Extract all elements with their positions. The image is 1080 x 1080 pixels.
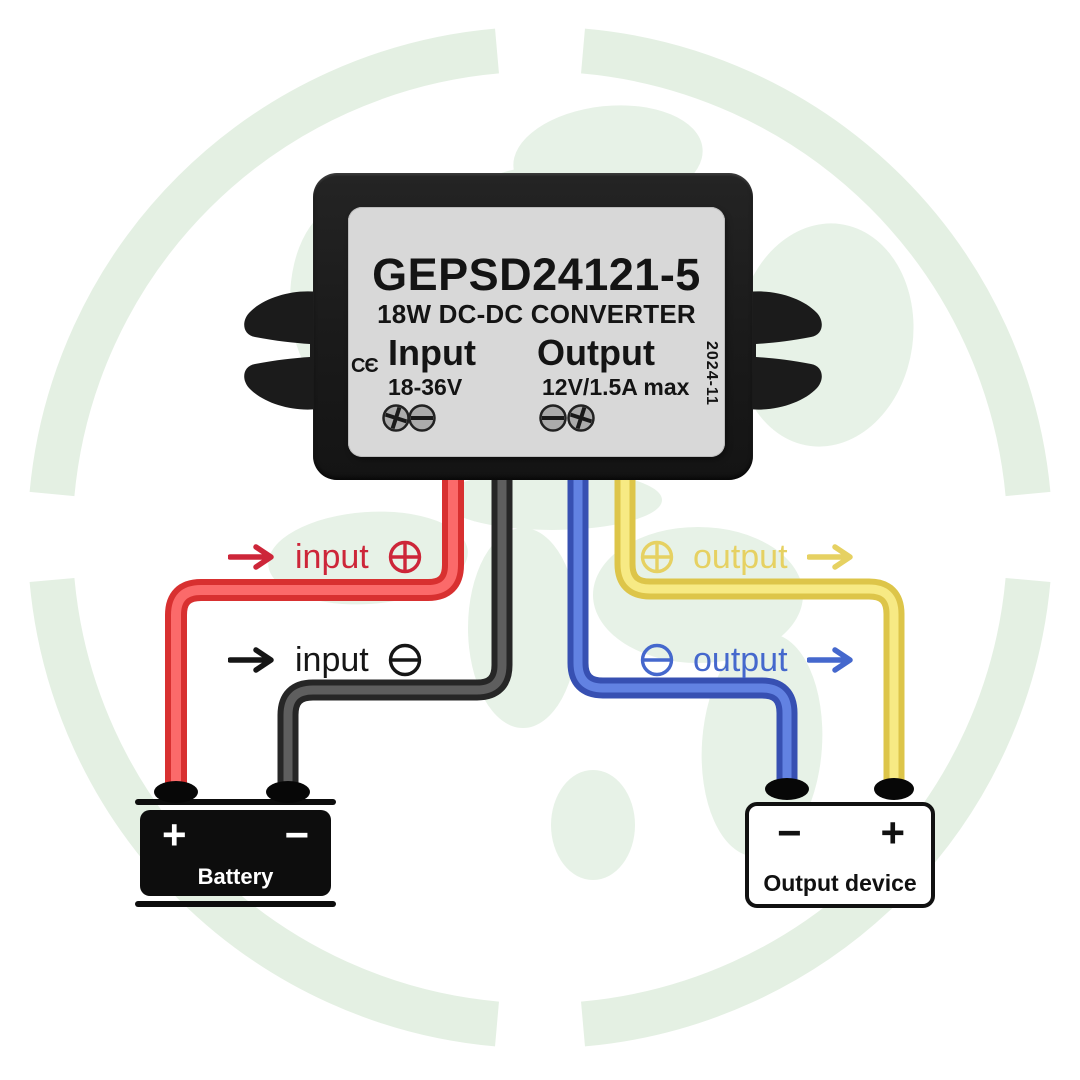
battery: + − Battery — [140, 810, 331, 896]
circle-minus-icon — [388, 643, 421, 677]
battery-label: Battery — [197, 864, 274, 889]
lug-yellow-wire — [874, 778, 914, 800]
circle-minus-icon — [640, 643, 674, 677]
converter-output-label: Output — [537, 332, 655, 373]
battery-bottom-bar — [135, 901, 336, 907]
label-output-negative: output — [640, 638, 855, 682]
output-device-label: Output device — [763, 870, 917, 896]
wire-output-negative — [567, 468, 798, 787]
converter-input-label: Input — [388, 332, 476, 373]
output-device-positive-terminal: + — [880, 809, 905, 856]
input-positive-text: input — [295, 537, 369, 576]
arrow-right-icon — [806, 647, 853, 673]
converter-label-plate: GEPSD24121-5 18W DC-DC CONVERTER Input O… — [348, 207, 725, 457]
ce-mark: CЄ — [351, 355, 379, 377]
converter-model: GEPSD24121-5 — [372, 249, 701, 300]
input-negative-text: input — [295, 640, 369, 679]
label-output-positive: output — [640, 535, 855, 579]
circle-plus-icon — [640, 540, 674, 574]
output-device: − + Output device — [745, 802, 935, 908]
wire-input-negative — [277, 468, 513, 790]
dc-dc-converter: GEPSD24121-5 18W DC-DC CONVERTER Input O… — [313, 173, 753, 480]
circle-plus-icon — [388, 540, 421, 574]
output-device-negative-terminal: − — [777, 809, 802, 856]
wire-input-positive — [165, 468, 464, 790]
output-positive-text: output — [693, 537, 788, 576]
battery-top-bar — [135, 799, 336, 805]
output-negative-text: output — [693, 640, 788, 679]
battery-positive-terminal: + — [162, 811, 187, 858]
label-input-positive: input — [228, 535, 422, 579]
converter-subtitle: 18W DC-DC CONVERTER — [377, 299, 696, 329]
arrow-right-icon — [228, 544, 274, 570]
arrow-right-icon — [806, 544, 853, 570]
terminal-screws — [382, 404, 595, 432]
label-input-negative: input — [228, 638, 422, 682]
arrow-right-icon — [228, 647, 274, 673]
lug-blue-wire — [765, 778, 809, 800]
battery-negative-terminal: − — [284, 811, 309, 858]
wire-output-positive — [614, 468, 905, 787]
